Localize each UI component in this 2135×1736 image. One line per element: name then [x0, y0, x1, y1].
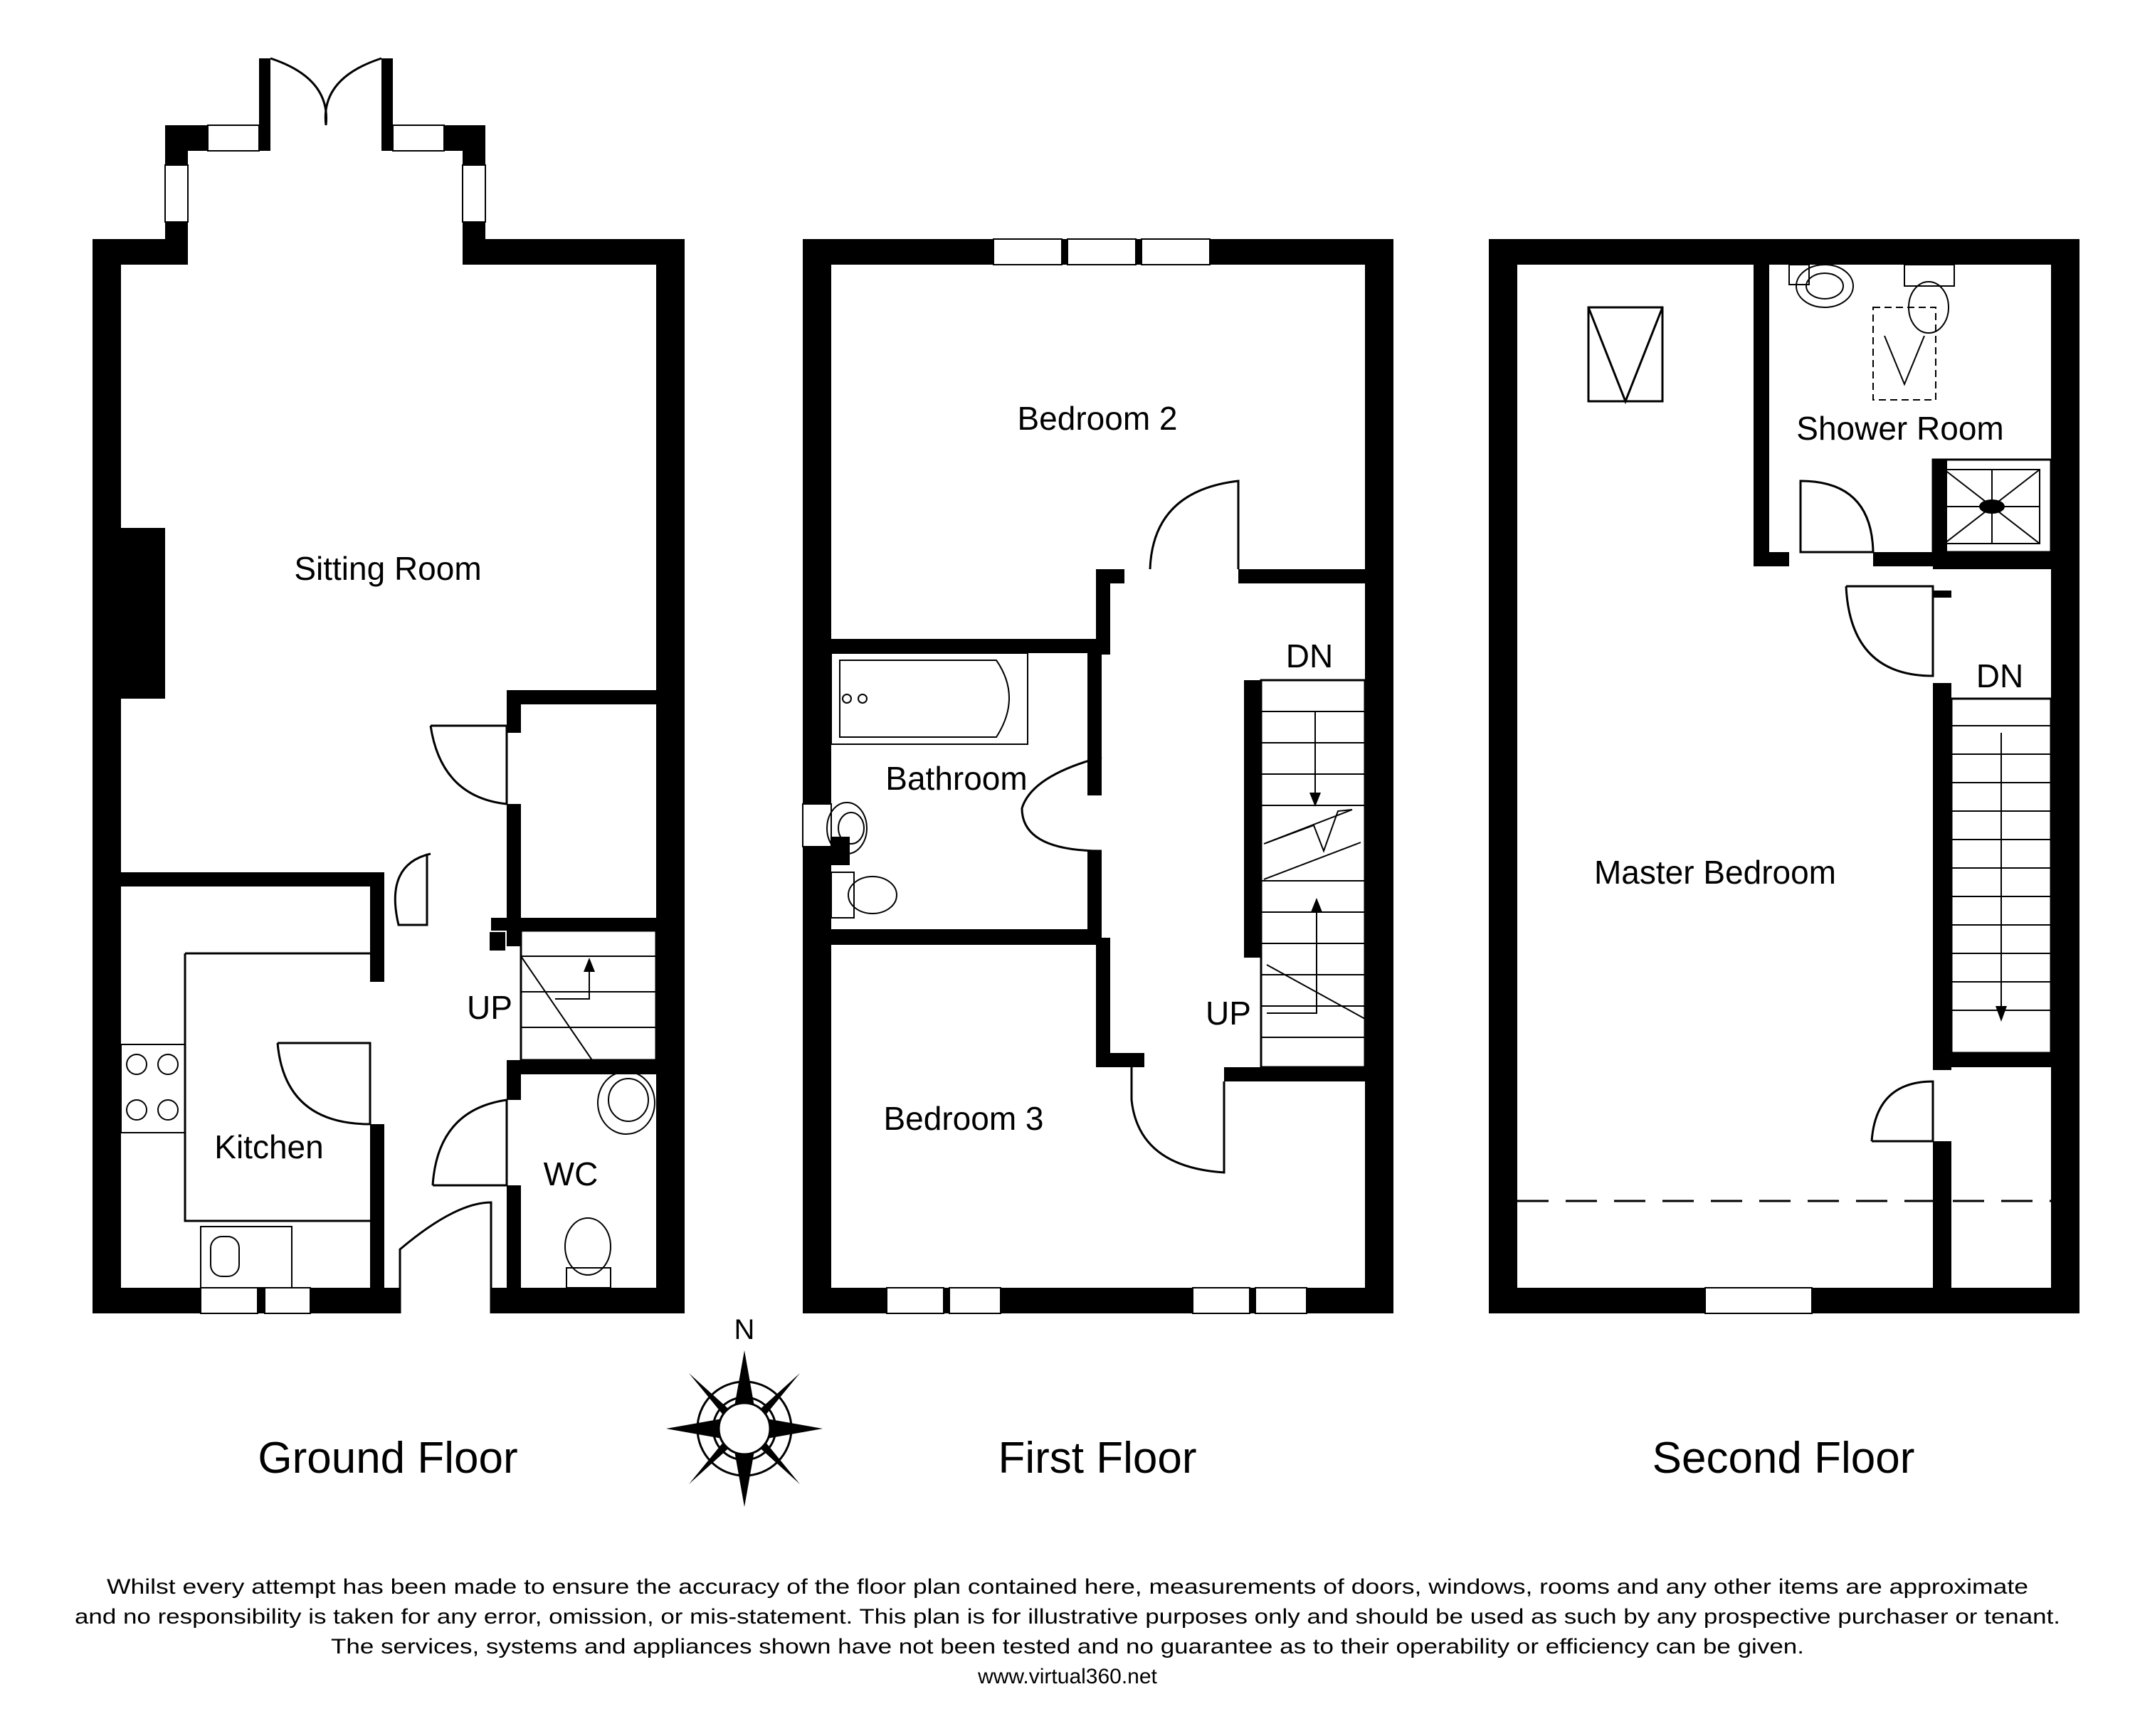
- sitting-room-label: Sitting Room: [294, 550, 481, 587]
- disclaimer-line-3: The services, systems and appliances sho…: [331, 1635, 1804, 1658]
- ground-floor-windows: [164, 125, 486, 1314]
- ground-floor-plan: [93, 57, 685, 1314]
- disclaimer-url[interactable]: www.virtual360.net: [977, 1665, 1157, 1688]
- first-floor-doors: [1021, 480, 1240, 1174]
- master-bedroom-label: Master Bedroom: [1594, 854, 1836, 891]
- compass-north-label: N: [734, 1314, 755, 1345]
- second-floor-doors: [1799, 480, 1934, 1143]
- second-stairs-dn-label: DN: [1976, 657, 2023, 694]
- kitchen-units: [120, 952, 370, 1288]
- first-stairs-up-label: UP: [1206, 995, 1251, 1032]
- first-floor-windows: [802, 238, 1307, 1314]
- second-floor-title: Second Floor: [1652, 1434, 1915, 1483]
- bathroom-fixtures: [826, 652, 1028, 919]
- ground-floor-doors: [270, 57, 508, 1313]
- first-floor-title: First Floor: [998, 1434, 1197, 1483]
- shower-room-fixtures: [1796, 264, 2052, 554]
- kitchen-label: Kitchen: [214, 1128, 323, 1165]
- compass-rose-icon: [666, 1350, 823, 1507]
- bedroom-2-label: Bedroom 2: [1017, 400, 1177, 437]
- bathroom-label: Bathroom: [885, 760, 1027, 797]
- second-floor-windows: [1704, 264, 1955, 1314]
- second-floor-plan: [1489, 239, 2079, 1314]
- wc-label: WC: [544, 1155, 599, 1192]
- skylight: [1587, 306, 1664, 405]
- second-floor-walls: [1489, 239, 2079, 1313]
- ground-floor-stairs: [520, 929, 658, 1062]
- first-stairs-dn-label: DN: [1286, 637, 1333, 674]
- ground-floor-title: Ground Floor: [258, 1434, 517, 1483]
- bedroom-3-label: Bedroom 3: [883, 1100, 1043, 1137]
- ground-floor-walls: [93, 58, 685, 1313]
- shower-room-label: Shower Room: [1796, 410, 2003, 447]
- wc-fixtures: [564, 1071, 655, 1288]
- disclaimer-line-1: Whilst every attempt has been made to en…: [107, 1575, 2028, 1599]
- first-floor-stairs: [1260, 679, 1366, 1069]
- disclaimer-line-2: and no responsibility is taken for any e…: [75, 1605, 2060, 1629]
- first-floor-plan: [802, 238, 1393, 1314]
- second-floor-stairs: [1950, 697, 2052, 1054]
- ground-stairs-up-label: UP: [467, 989, 512, 1026]
